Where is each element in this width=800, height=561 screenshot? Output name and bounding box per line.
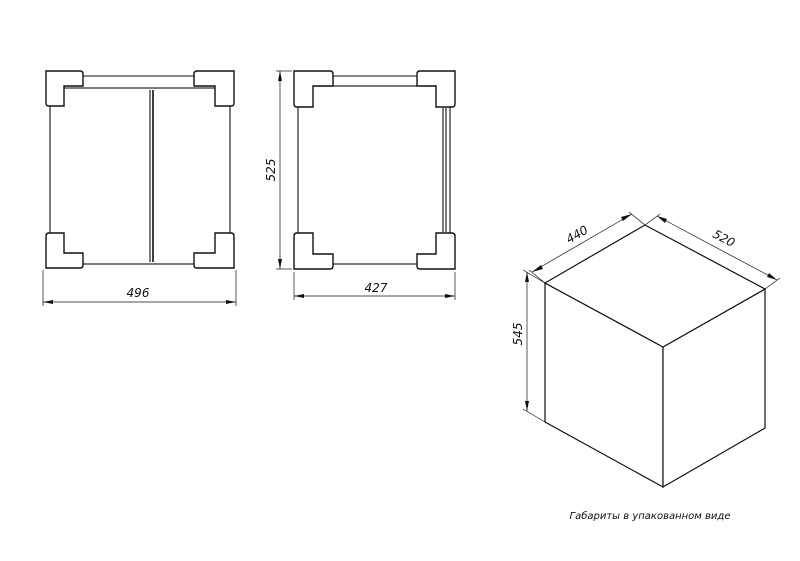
corner-protector	[193, 232, 235, 269]
front-width-dimension: 496	[127, 286, 150, 300]
corner-protector	[45, 70, 84, 107]
corner-protector	[416, 70, 456, 108]
corner-protector	[293, 70, 334, 108]
side-view: 525 427	[264, 70, 456, 300]
package-depth-dimension: 440	[564, 223, 591, 247]
corner-protector	[45, 232, 84, 269]
side-height-dimension: 525	[264, 159, 278, 182]
corner-protector	[293, 232, 334, 270]
package-box: 440 520 545	[511, 211, 781, 489]
package-height-dimension: 545	[511, 323, 525, 346]
side-view-body	[297, 85, 451, 265]
package-caption: Габариты в упакованном виде	[570, 510, 731, 522]
side-width-dimension: 427	[365, 281, 388, 295]
corner-protector	[193, 70, 235, 107]
front-view-body	[49, 87, 231, 265]
corner-protector	[416, 232, 456, 270]
front-view: 496	[42, 70, 237, 306]
